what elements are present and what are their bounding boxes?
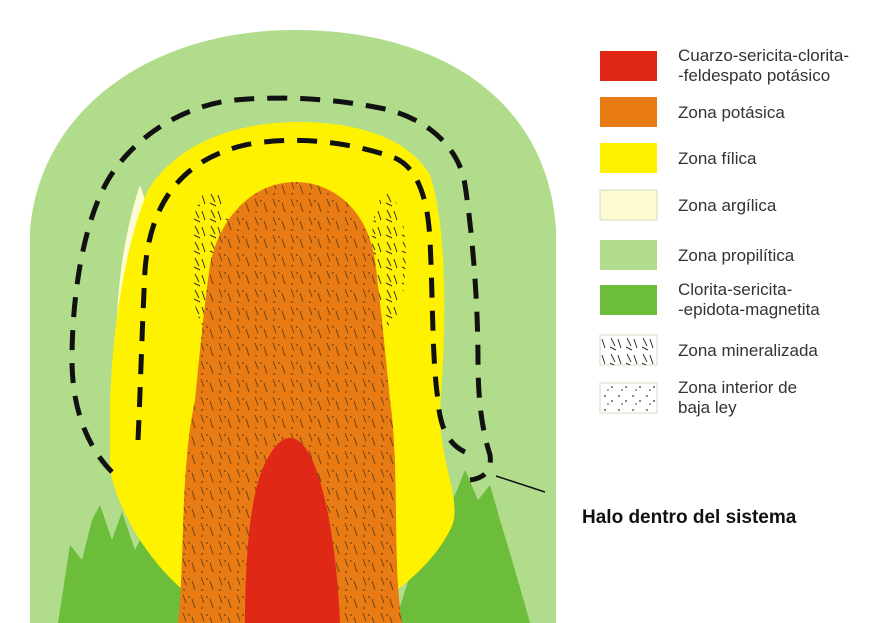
legend-label-mineralizada-0: Zona mineralizada xyxy=(678,341,818,360)
legend-item-cuarzo: Cuarzo-sericita-clorita--feldespato potá… xyxy=(600,46,849,85)
legend-label-interior-0: Zona interior de xyxy=(678,378,797,397)
legend-label-clorita-1: -epidota-magnetita xyxy=(678,300,820,319)
legend-swatch-pattern-mineralizada xyxy=(600,335,657,365)
legend-item-filica: Zona fílica xyxy=(600,143,757,173)
potasica-texture xyxy=(178,182,402,623)
legend-item-argilica: Zona argílica xyxy=(599,189,777,221)
outer-halo-boundary xyxy=(69,95,493,483)
cuarzo-sericita-core xyxy=(245,438,340,623)
legend-swatch-potasica xyxy=(600,97,657,127)
legend-label-interior-1: baja ley xyxy=(678,398,737,417)
halo-label: Halo dentro del sistema xyxy=(582,507,797,528)
legend-item-propilitica: Zona propilítica xyxy=(600,240,795,270)
legend-label-filica-0: Zona fílica xyxy=(678,149,757,168)
legend-item-mineralizada: Zona mineralizada xyxy=(599,334,818,366)
legend-swatch-argilica xyxy=(599,189,658,221)
legend-swatch-pattern-interior xyxy=(600,383,657,413)
legend-label-cuarzo-0: Cuarzo-sericita-clorita- xyxy=(678,46,849,65)
legend-swatch-cuarzo xyxy=(600,51,657,81)
legend-swatch-filica xyxy=(600,143,657,173)
legend-label-clorita-0: Clorita-sericita- xyxy=(678,280,792,299)
clorita-right-region xyxy=(395,470,530,623)
legend-item-potasica: Zona potásica xyxy=(600,97,785,127)
legend-label-argilica-0: Zona argílica xyxy=(678,196,777,215)
clorita-left-region xyxy=(58,505,200,623)
mineralizada-right-hatch xyxy=(372,192,406,328)
legend-label-cuarzo-1: -feldespato potásico xyxy=(678,66,830,85)
halo-leader-line xyxy=(495,475,546,493)
legend-swatch-propilitica xyxy=(600,240,657,270)
legend-item-clorita: Clorita-sericita--epidota-magnetita xyxy=(600,280,820,319)
legend-label-potasica-0: Zona potásica xyxy=(678,103,785,122)
legend-label-propilitica-0: Zona propilítica xyxy=(678,246,795,265)
inner-halo-boundary xyxy=(135,137,467,455)
legend-swatch-clorita xyxy=(600,285,657,315)
